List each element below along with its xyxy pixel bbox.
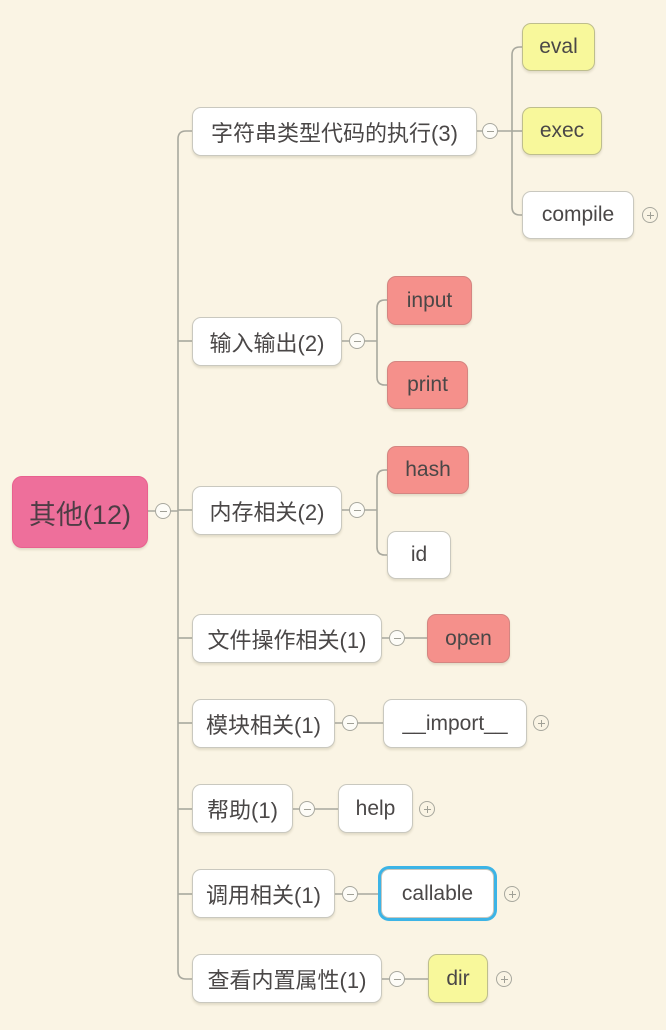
- leaf-exec[interactable]: exec: [522, 107, 602, 155]
- collapse-toggle-memory-icon[interactable]: [349, 502, 365, 518]
- leaf-dir[interactable]: dir: [428, 954, 488, 1003]
- topic-memory[interactable]: 内存相关(2): [192, 486, 342, 535]
- leaf-hash[interactable]: hash: [387, 446, 469, 494]
- expand-toggle-help-icon[interactable]: [419, 801, 435, 817]
- collapse-toggle-file-ops-icon[interactable]: [389, 630, 405, 646]
- leaf-eval[interactable]: eval: [522, 23, 595, 71]
- topic-call[interactable]: 调用相关(1): [192, 869, 335, 918]
- leaf-id[interactable]: id: [387, 531, 451, 579]
- topic-builtin-attrs[interactable]: 查看内置属性(1): [192, 954, 382, 1003]
- expand-toggle-callable-icon[interactable]: [504, 886, 520, 902]
- collapse-toggle-call-icon[interactable]: [342, 886, 358, 902]
- topic-file-ops[interactable]: 文件操作相关(1): [192, 614, 382, 663]
- collapse-toggle-input-output-icon[interactable]: [349, 333, 365, 349]
- root-topic-others[interactable]: 其他(12): [12, 476, 148, 548]
- topic-string-code-exec[interactable]: 字符串类型代码的执行(3): [192, 107, 477, 156]
- leaf-input[interactable]: input: [387, 276, 472, 325]
- leaf-compile[interactable]: compile: [522, 191, 634, 239]
- collapse-toggle-help-icon[interactable]: [299, 801, 315, 817]
- expand-toggle-dir-icon[interactable]: [496, 971, 512, 987]
- leaf-import[interactable]: __import__: [383, 699, 527, 748]
- leaf-print[interactable]: print: [387, 361, 468, 409]
- expand-toggle-import-icon[interactable]: [533, 715, 549, 731]
- leaf-help[interactable]: help: [338, 784, 413, 833]
- collapse-toggle-string-exec-icon[interactable]: [482, 123, 498, 139]
- topic-input-output[interactable]: 输入输出(2): [192, 317, 342, 366]
- collapse-toggle-module-icon[interactable]: [342, 715, 358, 731]
- leaf-callable[interactable]: callable: [381, 869, 494, 918]
- topic-module[interactable]: 模块相关(1): [192, 699, 335, 748]
- collapse-toggle-builtin-attrs-icon[interactable]: [389, 971, 405, 987]
- collapse-toggle-root-icon[interactable]: [155, 503, 171, 519]
- expand-toggle-compile-icon[interactable]: [642, 207, 658, 223]
- leaf-open[interactable]: open: [427, 614, 510, 663]
- topic-help[interactable]: 帮助(1): [192, 784, 293, 833]
